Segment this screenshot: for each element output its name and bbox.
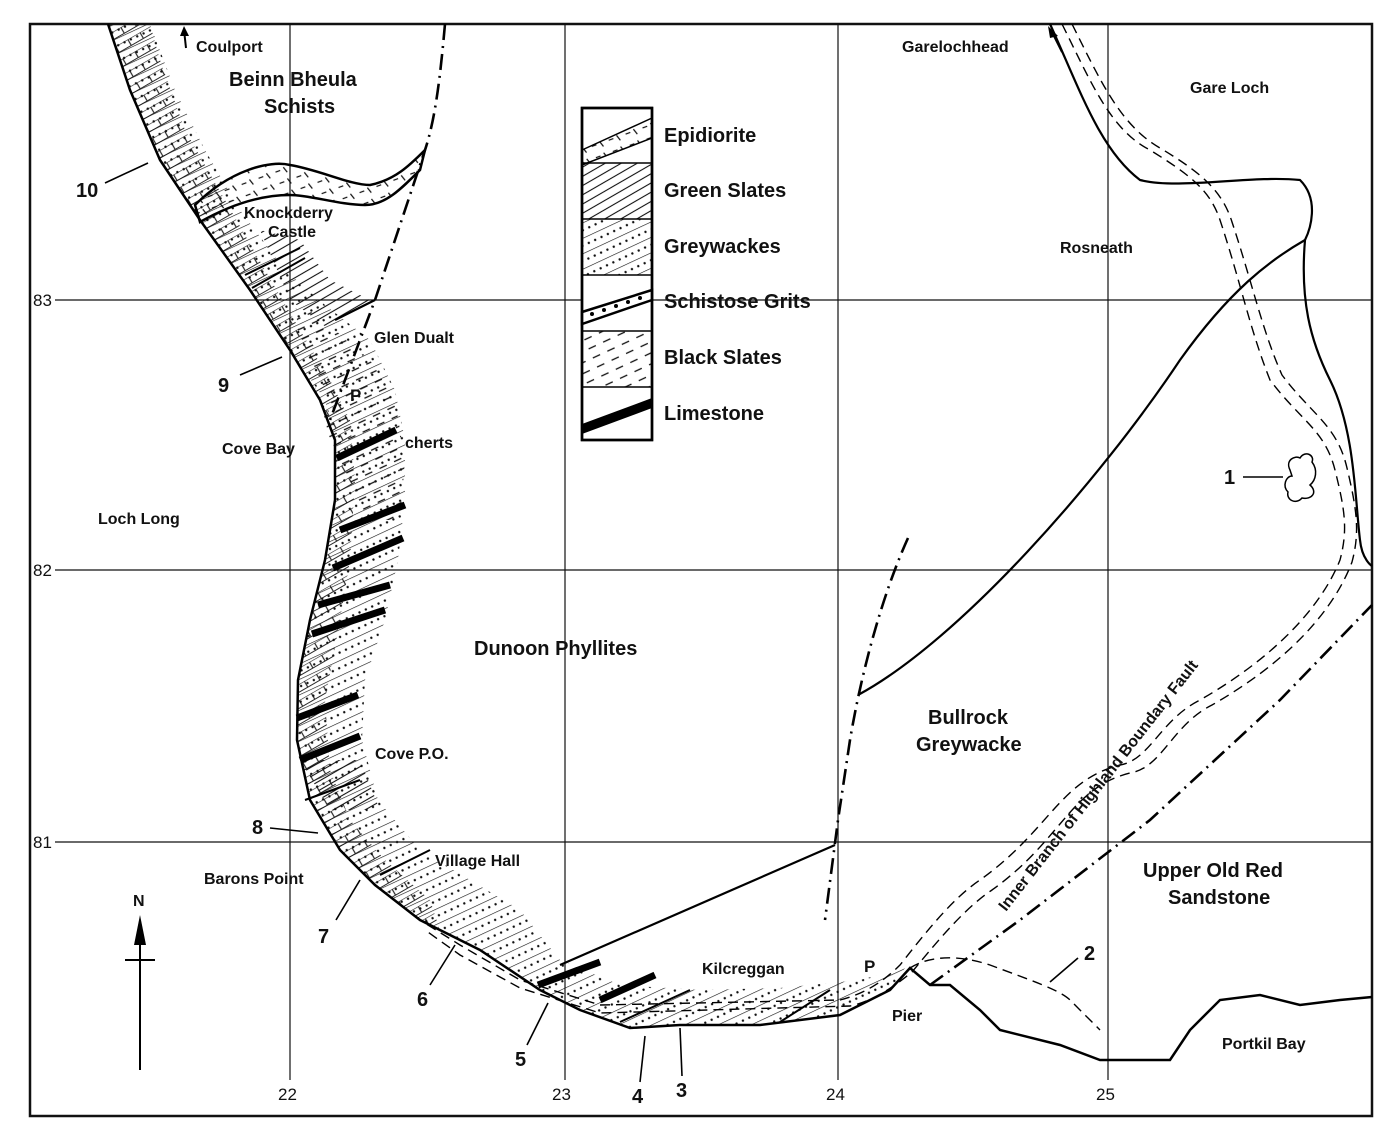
label-coulport: Coulport [196,39,263,56]
legend-swatch-limestone [582,398,652,434]
label-glen-dualt: Glen Dualt [374,330,455,347]
label-p-north: P [350,386,361,405]
locality-10: 10 [76,180,98,202]
geological-boundaries [334,23,1373,967]
easting-label-23: 23 [552,1085,571,1104]
label-beinn-bheula-2: Schists [264,96,335,118]
garelochhead-arrow [1048,26,1063,53]
legend: Epidiorite Green Slates Greywackes Schis… [580,106,811,442]
locality-leaders [104,162,1283,1083]
label-beinn-bheula-1: Beinn Bheula [229,69,358,91]
locality-5: 5 [515,1049,526,1071]
legend-swatch-greywackes [582,219,652,275]
legend-label-schistose-grits: Schistose Grits [664,291,811,313]
label-knockderry-2: Castle [268,224,316,241]
coastal-outcrop-band [106,23,1373,1062]
label-upper-old-red-1: Upper Old Red [1143,860,1283,882]
locality-4: 4 [632,1086,644,1108]
legend-label-limestone: Limestone [664,403,764,425]
label-portkil-bay: Portkil Bay [1222,1036,1306,1053]
label-p-south: P [864,957,875,976]
legend-label-greywackes: Greywackes [664,236,781,258]
label-garelochhead: Garelochhead [902,39,1009,56]
coulport-arrow [180,26,189,49]
label-pier: Pier [892,1008,922,1025]
northing-label-81: 81 [33,833,52,852]
north-arrow-label: N [133,893,145,910]
label-bullrock-1: Bullrock [928,707,1009,729]
fault-lines [328,23,1373,987]
locality-9: 9 [218,375,229,397]
locality-6: 6 [417,989,428,1011]
label-cove-bay: Cove Bay [222,441,295,458]
label-cherts: cherts [405,435,453,452]
label-village-hall: Village Hall [435,853,520,870]
label-bullrock-2: Greywacke [916,734,1022,756]
label-dunoon-phyllites: Dunoon Phyllites [474,638,637,660]
label-kilcreggan: Kilcreggan [702,961,785,978]
north-arrow [125,915,155,1070]
legend-swatch-black-slates [582,331,652,387]
legend-label-black-slates: Black Slates [664,347,782,369]
locality-1: 1 [1224,467,1235,489]
road [419,23,1358,1031]
easting-label-24: 24 [826,1085,845,1104]
easting-label-25: 25 [1096,1085,1115,1104]
label-cove-po: Cove P.O. [375,746,449,763]
northing-label-82: 82 [33,561,52,580]
label-gare-loch: Gare Loch [1190,80,1269,97]
northing-label-83: 83 [33,291,52,310]
locality-7: 7 [318,926,329,948]
label-rosneath: Rosneath [1060,240,1133,257]
easting-label-22: 22 [278,1085,297,1104]
locality-2: 2 [1084,943,1095,965]
label-barons-point: Barons Point [204,871,304,888]
legend-label-green-slates: Green Slates [664,180,786,202]
locality-1-outcrop [1284,453,1317,503]
legend-label-epidiorite: Epidiorite [664,125,756,147]
locality-8: 8 [252,817,263,839]
locality-3: 3 [676,1080,687,1102]
label-loch-long: Loch Long [98,511,180,528]
label-knockderry-1: Knockderry [244,205,333,222]
label-upper-old-red-2: Sandstone [1168,887,1270,909]
legend-swatch-green-slates [582,163,652,219]
